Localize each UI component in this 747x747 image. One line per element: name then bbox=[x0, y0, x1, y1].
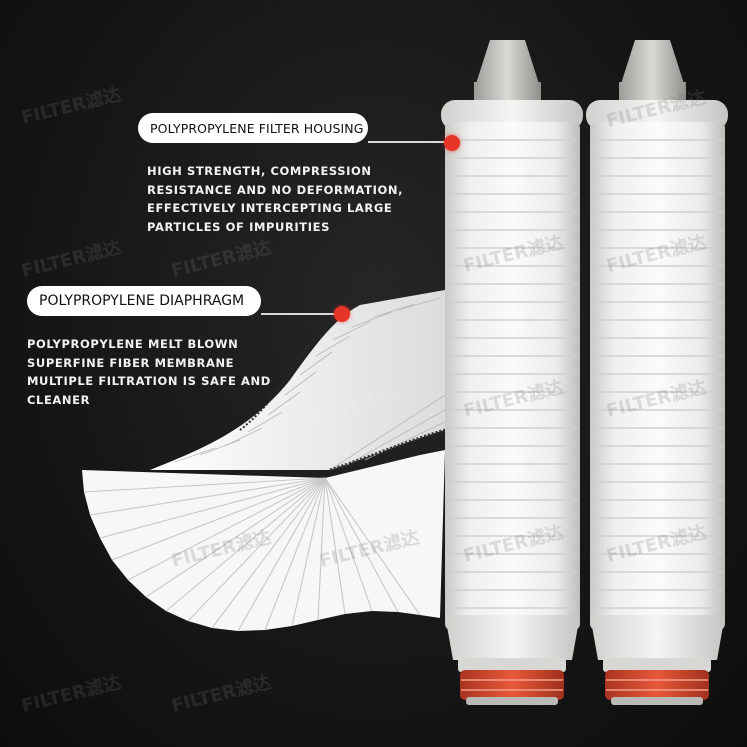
diaphragm-callout-title: POLYPROPYLENE DIAPHRAGM bbox=[27, 286, 261, 316]
housing-marker-dot bbox=[444, 135, 460, 151]
diaphragm-description-line: MULTIPLE FILTRATION IS SAFE AND bbox=[27, 374, 271, 388]
housing-callout-title: POLYPROPYLENE FILTER HOUSING bbox=[138, 113, 368, 143]
diaphragm-description: POLYPROPYLENE MELT BLOWN SUPERFINE FIBER… bbox=[27, 335, 271, 409]
housing-description-line: RESISTANCE AND NO DEFORMATION, bbox=[147, 182, 404, 197]
filter-cartridge-right bbox=[586, 40, 728, 705]
diaphragm-leader-line bbox=[261, 313, 341, 315]
pleated-membrane bbox=[82, 290, 446, 632]
diaphragm-description-line: SUPERFINE FIBER MEMBRANE bbox=[27, 355, 235, 370]
diaphragm-description-line: CLEANER bbox=[27, 392, 91, 407]
housing-leader-line bbox=[368, 141, 450, 143]
housing-description: HIGH STRENGTH, COMPRESSION RESISTANCE AN… bbox=[147, 162, 403, 236]
diaphragm-marker-dot bbox=[334, 306, 350, 322]
housing-description-line: EFFECTIVELY INTERCEPTING LARGE bbox=[147, 201, 393, 215]
diaphragm-description-line: POLYPROPYLENE MELT BLOWN bbox=[27, 337, 239, 351]
housing-description-line: HIGH STRENGTH, COMPRESSION bbox=[147, 164, 372, 178]
filter-cartridge-left bbox=[441, 40, 583, 705]
housing-description-line: PARTICLES OF IMPURITIES bbox=[147, 219, 330, 234]
